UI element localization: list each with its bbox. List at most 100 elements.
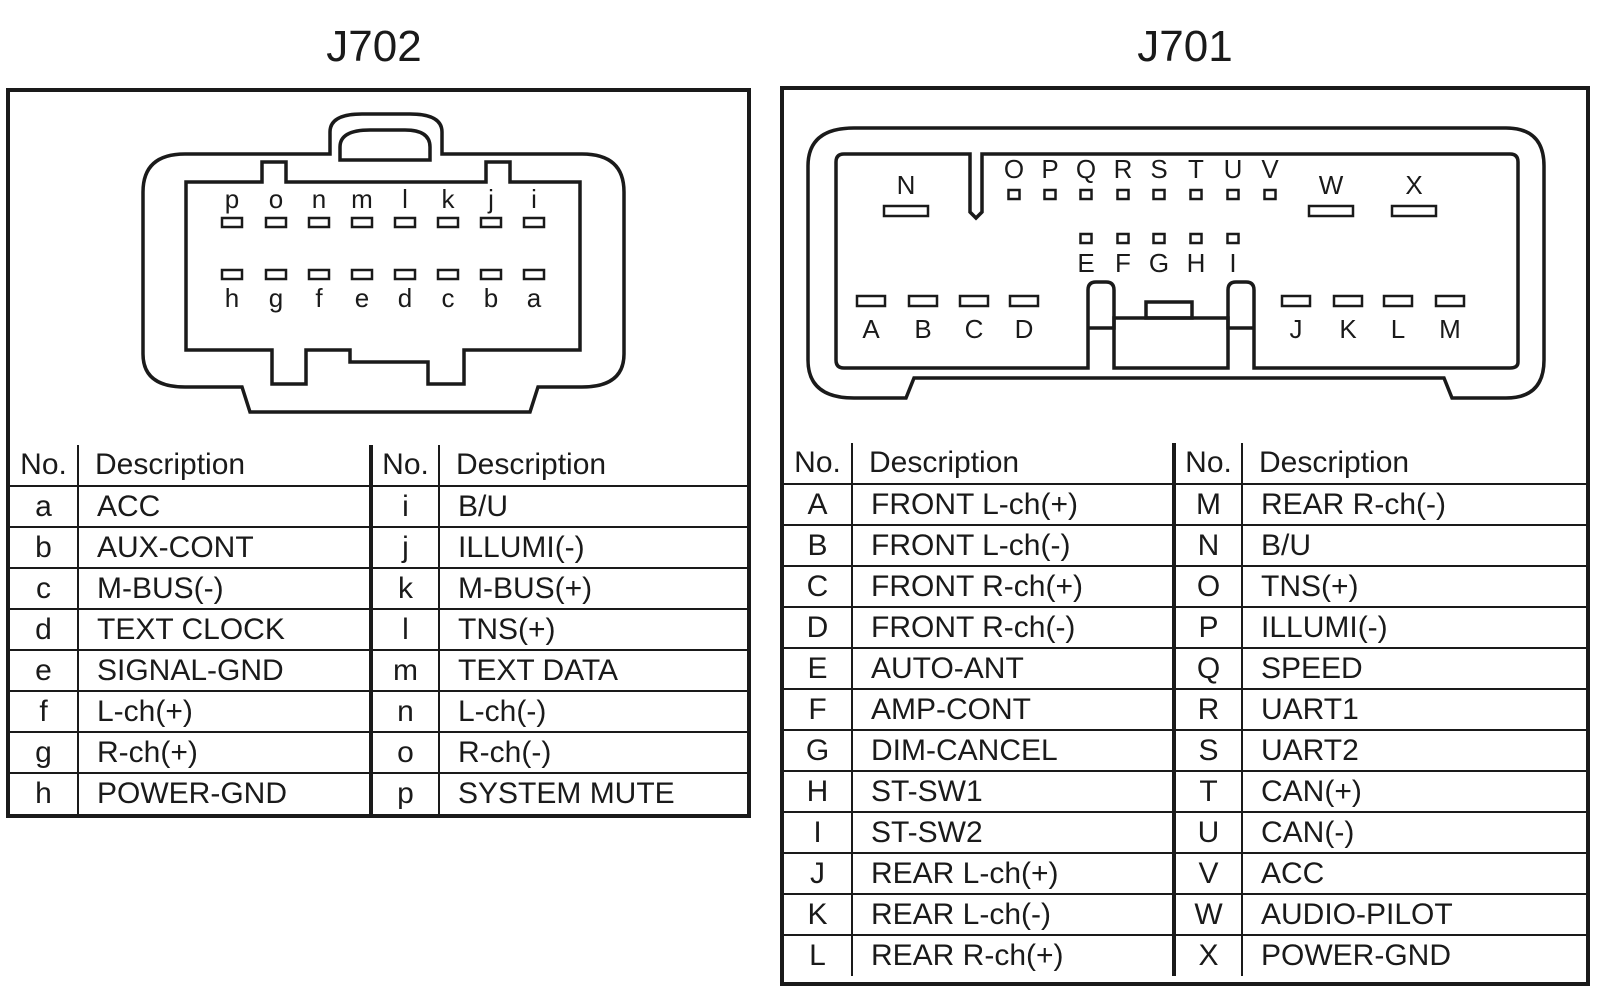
pin-label: P [1041,154,1058,184]
pin-slot [350,216,374,229]
pin-label: R [1114,154,1133,184]
pin-description: M-BUS(-) [77,567,372,610]
j702-title: J702 [326,22,422,71]
pin-slot [1263,188,1277,201]
pin-no: U [1172,811,1243,854]
pin-slot [1079,188,1093,201]
pin-slot [1116,188,1130,201]
pin-label: m [351,184,373,214]
pin-no: G [784,729,853,772]
pin-label: Q [1076,154,1096,184]
pin-description: SPEED [1241,647,1586,690]
pin-label: o [269,184,283,214]
header-no: No. [369,445,440,487]
pin-no: O [1172,565,1243,608]
pin-description: SIGNAL-GND [77,649,372,692]
pin-label: X [1405,170,1422,200]
pin-description: L-ch(-) [438,690,747,733]
pin-no: c [10,567,79,610]
pin-no: m [369,649,440,692]
pin-no: V [1172,852,1243,895]
pin-slot [1008,294,1040,308]
pin-slot [220,216,244,229]
pin-description: CAN(-) [1241,811,1586,854]
pin-slot [350,268,374,281]
pin-description: TNS(+) [1241,565,1586,608]
pin-description: ILLUMI(-) [438,526,747,569]
pin-no: N [1172,524,1243,567]
pin-label: d [398,283,412,313]
pin-description: FRONT L-ch(+) [851,483,1175,526]
pin-description: REAR R-ch(-) [1241,483,1586,526]
pin-label: T [1188,154,1204,184]
pin-no: n [369,690,440,733]
pin-slot [522,268,546,281]
pin-slot [393,268,417,281]
pin-no: R [1172,688,1243,731]
header-description: Description [1241,443,1586,485]
pin-description: TEXT CLOCK [77,608,372,651]
pin-description: FRONT L-ch(-) [851,524,1175,567]
pin-no: j [369,526,440,569]
pin-label: f [315,283,323,313]
pin-label: D [1015,314,1034,344]
pin-description: L-ch(+) [77,690,372,733]
pin-slot [1280,294,1312,308]
pin-label: O [1004,154,1024,184]
pin-label: a [527,283,542,313]
pin-description: FRONT R-ch(+) [851,565,1175,608]
pin-label: L [1391,314,1405,344]
pin-label: N [897,170,916,200]
pin-label: B [914,314,931,344]
pin-description: UART1 [1241,688,1586,731]
pin-slot [1226,232,1240,245]
pin-description: CAN(+) [1241,770,1586,813]
pin-no: S [1172,729,1243,772]
pin-no: W [1172,893,1243,936]
header-description: Description [438,445,747,487]
pin-no: o [369,731,440,774]
pin-description: AUDIO-PILOT [1241,893,1586,936]
pin-label: g [269,283,283,313]
header-description: Description [77,445,372,487]
pin-no: X [1172,934,1243,976]
pin-description: REAR R-ch(+) [851,934,1175,976]
pin-no: H [784,770,853,813]
pin-no: b [10,526,79,569]
pin-label: S [1150,154,1167,184]
pin-label: M [1439,314,1461,344]
pin-no: L [784,934,853,976]
pin-no: B [784,524,853,567]
pin-slot [264,268,288,281]
pin-no: k [369,567,440,610]
pin-no: d [10,608,79,651]
pin-label: A [862,314,880,344]
pin-description: AMP-CONT [851,688,1175,731]
pin-no: g [10,731,79,774]
pin-description: ACC [77,485,372,528]
pin-description: UART2 [1241,729,1586,772]
pin-description: ST-SW1 [851,770,1175,813]
pin-no: P [1172,606,1243,649]
pin-description: TNS(+) [438,608,747,651]
pin-slot [1189,188,1203,201]
pin-label: E [1077,248,1094,278]
pin-no: J [784,852,853,895]
table-header-row: No. Description No. Description [784,443,1586,485]
pin-description: ILLUMI(-) [1241,606,1586,649]
pin-description: FRONT R-ch(-) [851,606,1175,649]
